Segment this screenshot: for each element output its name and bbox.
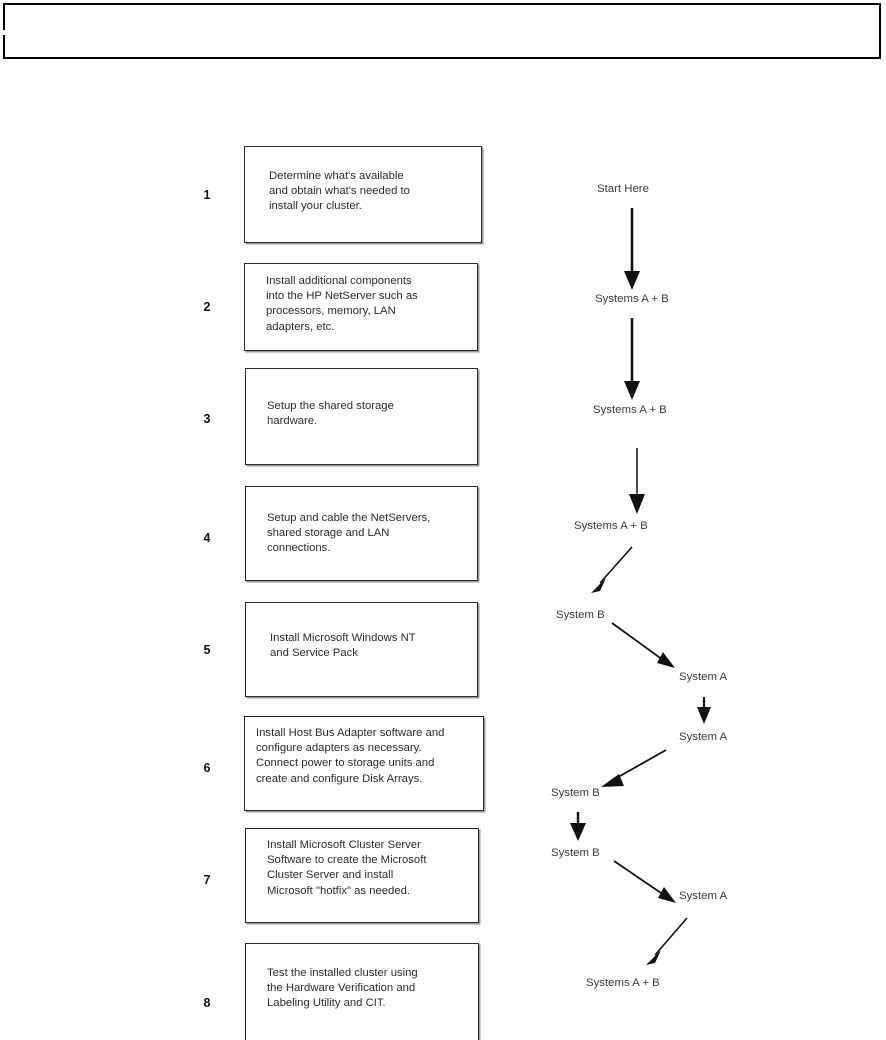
header-banner [3, 3, 881, 59]
flow-label-systems-a-b-2: Systems A + B [593, 404, 667, 416]
arrow-down-systems-2-to-systems-3 [629, 448, 645, 514]
step-box-8: Test the installed cluster using the Har… [245, 943, 479, 1040]
step-box-text-1: Determine what's available and obtain wh… [269, 170, 410, 213]
arrow-diagonal-system-a-2-to-system-b [601, 749, 667, 787]
step-number-6: 6 [203, 761, 211, 775]
arrow-diagonal-systems-3-to-system-b [591, 546, 633, 593]
step-box-5: Install Microsoft Windows NT and Service… [245, 602, 478, 697]
header-banner-border-gap [3, 30, 6, 35]
flow-label-systems-a-b-4: Systems A + B [586, 977, 660, 989]
step-box-text-7: Install Microsoft Cluster Server Softwar… [267, 839, 427, 897]
step-number-4: 4 [203, 531, 211, 545]
step-box-4: Setup and cable the NetServers, shared s… [245, 486, 478, 581]
flow-label-system-a-2: System A [679, 731, 728, 743]
arrow-diagonal-system-a-3-to-systems-a-b [646, 917, 688, 965]
arrow-diagonal-system-b-3-to-system-a-3 [613, 860, 676, 903]
step-box-text-3: Setup the shared storage hardware. [267, 400, 394, 428]
step-box-text-8: Test the installed cluster using the Har… [267, 967, 418, 1010]
step-number-1: 1 [203, 188, 211, 202]
arrow-down-system-a-1-to-system-a-2 [697, 697, 711, 724]
step-box-3: Setup the shared storage hardware. [245, 368, 478, 465]
step-number-7: 7 [203, 873, 211, 887]
step-number-5: 5 [203, 643, 211, 657]
arrow-down-system-b-2-to-system-b-3 [570, 812, 586, 841]
step-box-text-2: Install additional components into the H… [266, 275, 418, 333]
step-number-3: 3 [203, 412, 211, 426]
arrow-down-systems-1-to-systems-2 [624, 318, 640, 400]
step-box-text-5: Install Microsoft Windows NT and Service… [270, 632, 416, 660]
arrow-diagonal-system-b-to-system-a-1 [611, 622, 675, 668]
step-box-6: Install Host Bus Adapter software and co… [244, 716, 484, 811]
step-box-1: Determine what's available and obtain wh… [244, 146, 482, 243]
flow-label-system-a-3: System A [679, 890, 728, 902]
step-number-2: 2 [203, 300, 211, 314]
flow-label-systems-a-b-3: Systems A + B [574, 520, 648, 532]
flow-label-systems-a-b-1: Systems A + B [595, 293, 669, 305]
flow-label-system-a-1: System A [679, 671, 728, 683]
flow-label-system-b-1: System B [556, 609, 605, 621]
step-box-7: Install Microsoft Cluster Server Softwar… [245, 828, 479, 923]
step-box-2: Install additional components into the H… [244, 263, 478, 351]
flow-label-system-b-3: System B [551, 847, 600, 859]
flow-label-system-b-2: System B [551, 787, 600, 799]
arrow-down-start-to-systems-1 [624, 208, 640, 290]
step-box-text-4: Setup and cable the NetServers, shared s… [267, 512, 431, 555]
flow-label-start-here: Start Here [597, 183, 649, 195]
step-box-text-6: Install Host Bus Adapter software and co… [256, 727, 445, 785]
step-number-8: 8 [203, 996, 211, 1010]
